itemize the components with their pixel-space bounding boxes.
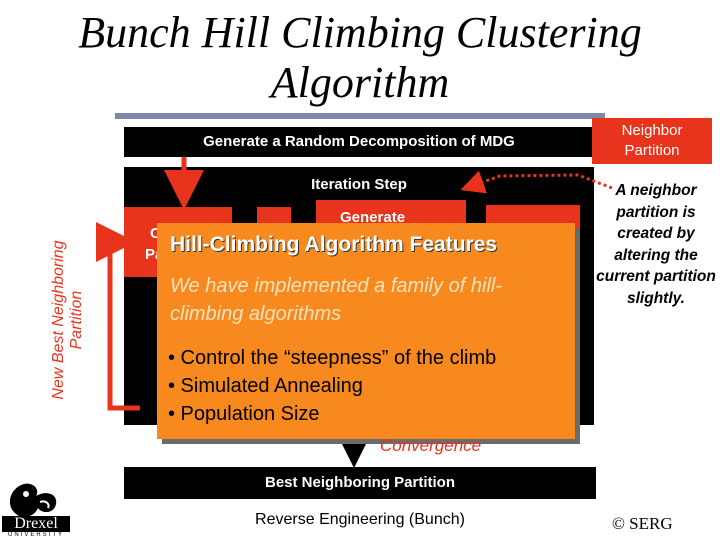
features-item: • Simulated Annealing bbox=[168, 375, 363, 397]
features-item: • Control the “steepness” of the climb bbox=[168, 347, 497, 369]
iteration-step-label: Iteration Step bbox=[311, 176, 407, 193]
features-list: • Control the “steepness” of the climb •… bbox=[168, 344, 496, 428]
drexel-dragon-logo-icon bbox=[9, 483, 57, 517]
arrow-neighbor-pointer bbox=[460, 170, 613, 194]
slide-title: Bunch Hill Climbing Clustering Algorithm bbox=[78, 8, 642, 107]
footer-copyright: © SERG bbox=[612, 514, 673, 533]
neighbor-partition-label: Neighbor Partition bbox=[621, 122, 683, 159]
convergence-label: Convergence bbox=[380, 436, 482, 455]
neighbor-partition-description: A neighbor partition is created by alter… bbox=[596, 182, 716, 307]
best-partition-label: Best Neighboring Partition bbox=[264, 474, 455, 491]
features-heading: Hill-Climbing Algorithm Features bbox=[170, 233, 498, 256]
logo-wordmark: Drexel bbox=[2, 516, 70, 532]
title-underline bbox=[115, 113, 605, 119]
logo-subtitle: UNIVERSITY bbox=[7, 532, 64, 538]
generate-bar-label: Generate a Random Decomposition of MDG bbox=[203, 133, 515, 150]
features-intro: We have implemented a family of hill-cli… bbox=[170, 275, 502, 325]
features-item: • Population Size bbox=[168, 403, 320, 425]
inner-generate-text: Generate bbox=[340, 209, 406, 226]
neighbor-partition-tag: Neighbor Partition bbox=[592, 118, 712, 164]
new-best-partition-label: New Best Neighboring Partition bbox=[50, 240, 85, 400]
best-partition-bar: Best Neighboring Partition bbox=[124, 467, 596, 499]
features-callout bbox=[157, 223, 575, 439]
footer-course-title: Reverse Engineering (Bunch) bbox=[255, 511, 465, 528]
generate-bar: Generate a Random Decomposition of MDG bbox=[124, 127, 594, 157]
arrow-feedback-loop bbox=[96, 222, 140, 411]
inner-left-text-1: C bbox=[150, 225, 161, 242]
